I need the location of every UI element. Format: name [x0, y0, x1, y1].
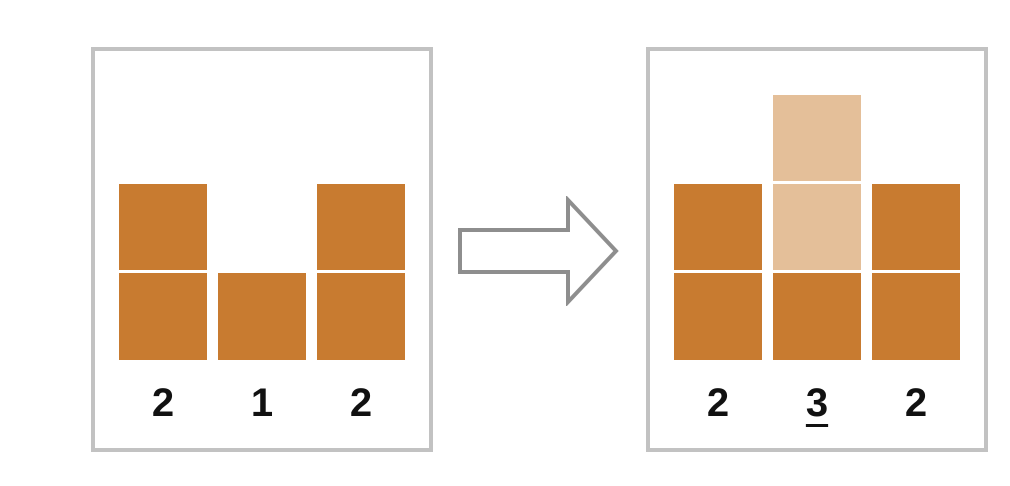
block: [872, 273, 960, 360]
added-block: [773, 184, 861, 270]
column-count: 2: [904, 381, 928, 425]
added-block: [773, 95, 861, 181]
column-count: 2: [706, 381, 730, 425]
column-count: 2: [349, 381, 373, 425]
block: [119, 273, 207, 360]
changed-column-count: 3: [805, 381, 829, 425]
block: [773, 273, 861, 360]
block: [674, 273, 762, 360]
block: [317, 184, 405, 270]
column-count: 2: [151, 381, 175, 425]
block: [317, 273, 405, 360]
block: [872, 184, 960, 270]
column-count: 1: [250, 381, 274, 425]
block: [119, 184, 207, 270]
right-arrow-icon: [458, 196, 619, 306]
block: [218, 273, 306, 360]
block: [674, 184, 762, 270]
